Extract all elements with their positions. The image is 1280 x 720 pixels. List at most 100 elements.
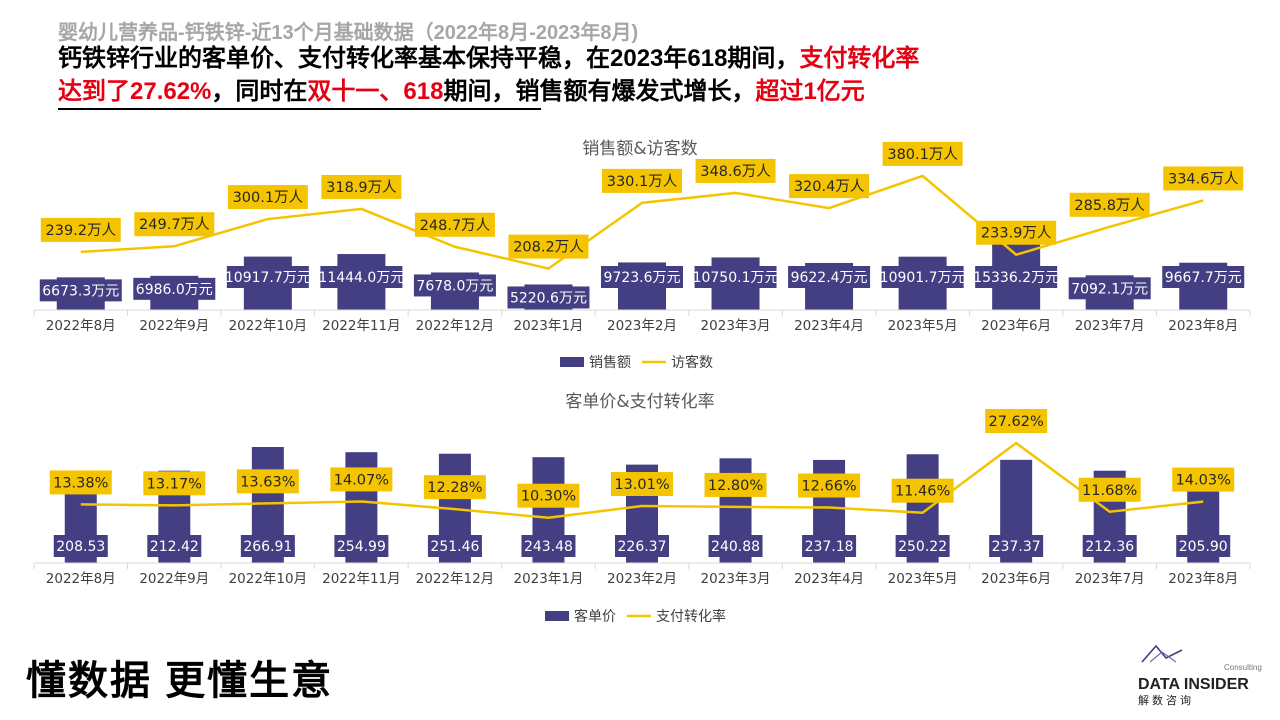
line-label-background xyxy=(40,217,121,242)
headline-highlight: 超过1亿元 xyxy=(755,78,865,105)
line-label-background xyxy=(1172,467,1235,492)
bar-label-background xyxy=(427,535,482,557)
headline-text: ，同时在 xyxy=(211,78,308,105)
line-data-label: 380.1万人 xyxy=(887,146,958,163)
headline-underline xyxy=(58,108,541,110)
line-label-background xyxy=(236,469,299,494)
line-data-label: 285.8万人 xyxy=(1074,197,1145,214)
line-label-background xyxy=(1078,477,1141,502)
line-data-label: 208.2万人 xyxy=(513,239,584,256)
bar-label-background xyxy=(53,535,108,557)
line-label-background xyxy=(423,475,486,500)
bar-data-label: 9723.6万元 xyxy=(604,270,681,286)
logo-small-text: Consulting xyxy=(1224,663,1262,672)
bar-data-label: 212.36 xyxy=(1085,539,1134,555)
page-headline: 钙铁锌行业的客单价、支付转化率基本保持平稳，在2023年618期间，支付转化率 … xyxy=(58,42,919,108)
line-label-background xyxy=(985,409,1048,433)
x-tick-label: 2022年12月 xyxy=(416,318,495,334)
line-label-background xyxy=(789,174,870,199)
bar-label-background xyxy=(413,274,496,297)
line-data-label: 13.01% xyxy=(614,477,669,493)
bar-data-label: 240.88 xyxy=(711,539,760,555)
bar-label-background xyxy=(240,535,295,557)
bar-data-label: 212.42 xyxy=(150,539,199,555)
line-label-background xyxy=(976,220,1057,245)
bar-label-background xyxy=(147,535,202,557)
bar-label-background xyxy=(895,535,950,557)
bar-label-background xyxy=(334,535,389,557)
line-label-background xyxy=(330,467,393,492)
x-tick-label: 2023年1月 xyxy=(513,318,583,334)
x-tick-label: 2022年10月 xyxy=(229,318,308,334)
line-label-background xyxy=(1069,192,1150,217)
bar-data-label: 254.99 xyxy=(337,539,386,555)
line-label-background xyxy=(508,234,589,259)
brand-slogan: 懂数据 更懂生意 xyxy=(26,659,334,703)
series-line xyxy=(80,441,1204,519)
x-tick-label: 2022年9月 xyxy=(139,318,209,334)
line-data-label: 248.7万人 xyxy=(420,217,491,234)
bar-data-label: 15336.2万元 xyxy=(973,270,1059,286)
bar-label-background xyxy=(1082,535,1137,557)
bar-data-label: 237.37 xyxy=(992,539,1041,555)
x-tick-label: 2023年3月 xyxy=(701,318,771,334)
bar-data-label: 7678.0万元 xyxy=(416,278,493,294)
line-label-background xyxy=(227,185,308,210)
line-label-background xyxy=(798,473,861,498)
x-tick-label: 2023年4月 xyxy=(794,318,864,334)
x-tick-label: 2022年8月 xyxy=(46,318,116,334)
line-data-label: 12.80% xyxy=(708,478,763,494)
legend-label: 访客数 xyxy=(671,354,713,371)
line-label-background xyxy=(602,168,682,193)
bar-label-background xyxy=(601,266,683,288)
x-tick-label: 2023年6月 xyxy=(981,318,1051,334)
bar-data-label: 251.46 xyxy=(430,539,479,555)
line-label-background xyxy=(1163,166,1244,191)
line-label-background xyxy=(49,470,112,495)
line-data-label: 13.17% xyxy=(147,476,202,492)
x-tick-label: 2023年3月 xyxy=(701,571,771,587)
series-line xyxy=(80,174,1204,270)
bar-data-label: 6986.0万元 xyxy=(136,282,213,298)
bar-data-label: 10917.7万元 xyxy=(225,270,311,286)
legend-swatch-bar xyxy=(560,357,584,367)
bar-data-label: 266.91 xyxy=(243,539,292,555)
line-data-label: 13.38% xyxy=(53,475,108,491)
bar-label-background xyxy=(788,266,871,288)
bar-label-background xyxy=(989,535,1044,557)
legend-label: 支付转化率 xyxy=(656,608,726,625)
logo-cn-text: 解数咨询 xyxy=(1138,693,1194,707)
line-data-label: 10.30% xyxy=(521,489,576,505)
chart-title: 销售额&访客数 xyxy=(582,139,697,159)
line-label-background xyxy=(891,478,954,503)
x-tick-label: 2022年11月 xyxy=(322,318,401,334)
x-tick-label: 2023年7月 xyxy=(1075,571,1145,587)
headline-line-2: 达到了27.62%，同时在双十一、618期间，销售额有爆发式增长，超过1亿元 xyxy=(58,75,919,108)
bar-data-label: 9622.4万元 xyxy=(791,270,868,286)
headline-highlight: 双十一、618 xyxy=(307,78,444,105)
x-tick-label: 2022年9月 xyxy=(139,571,209,587)
line-data-label: 11.68% xyxy=(1082,483,1137,499)
x-tick-label: 2023年4月 xyxy=(794,571,864,587)
headline-highlight: 支付转化率 xyxy=(799,45,920,72)
headline-highlight: 达到了27.62% xyxy=(58,78,212,105)
line-label-background xyxy=(143,471,206,496)
x-tick-label: 2023年6月 xyxy=(981,571,1051,587)
x-tick-label: 2023年7月 xyxy=(1075,318,1145,334)
line-data-label: 249.7万人 xyxy=(139,216,210,233)
x-tick-label: 2022年10月 xyxy=(229,571,308,587)
line-label-background xyxy=(414,212,495,237)
bar-label-background xyxy=(133,277,216,300)
bar-label-background xyxy=(708,535,763,557)
bar-label-background xyxy=(507,286,590,309)
logo-mark-icon xyxy=(1141,644,1183,663)
bar-data-label: 11444.0万元 xyxy=(318,270,404,286)
x-tick-label: 2022年11月 xyxy=(322,571,401,587)
line-data-label: 300.1万人 xyxy=(233,189,304,206)
line-label-background xyxy=(134,212,215,237)
x-tick-label: 2022年8月 xyxy=(46,571,116,587)
line-label-background xyxy=(611,472,673,497)
headline-text: 钙铁锌行业的客单价、支付转化率基本保持平稳，在2023年618期间， xyxy=(58,45,800,72)
bar-data-label: 10750.1万元 xyxy=(693,270,779,286)
